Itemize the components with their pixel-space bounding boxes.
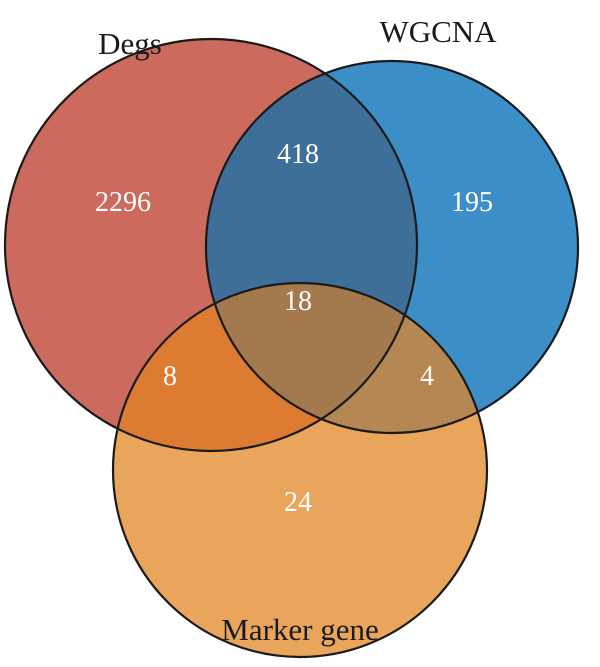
marker-gene-circle-outline — [111, 281, 489, 659]
all-three-count: 18 — [284, 286, 312, 317]
wgcna-marker-count: 4 — [420, 361, 434, 392]
degs-only-count: 2296 — [95, 187, 151, 218]
degs-label: Degs — [98, 26, 162, 61]
degs-marker-count: 8 — [163, 361, 177, 392]
degs-circle-outline — [3, 37, 419, 453]
marker-gene-label: Marker gene — [221, 612, 379, 647]
degs-wgcna-count: 418 — [277, 139, 319, 170]
wgcna-only-count: 195 — [451, 187, 493, 218]
marker-only-count: 24 — [284, 487, 312, 518]
wgcna-label: WGCNA — [379, 14, 497, 49]
wgcna-circle-outline — [204, 59, 580, 435]
